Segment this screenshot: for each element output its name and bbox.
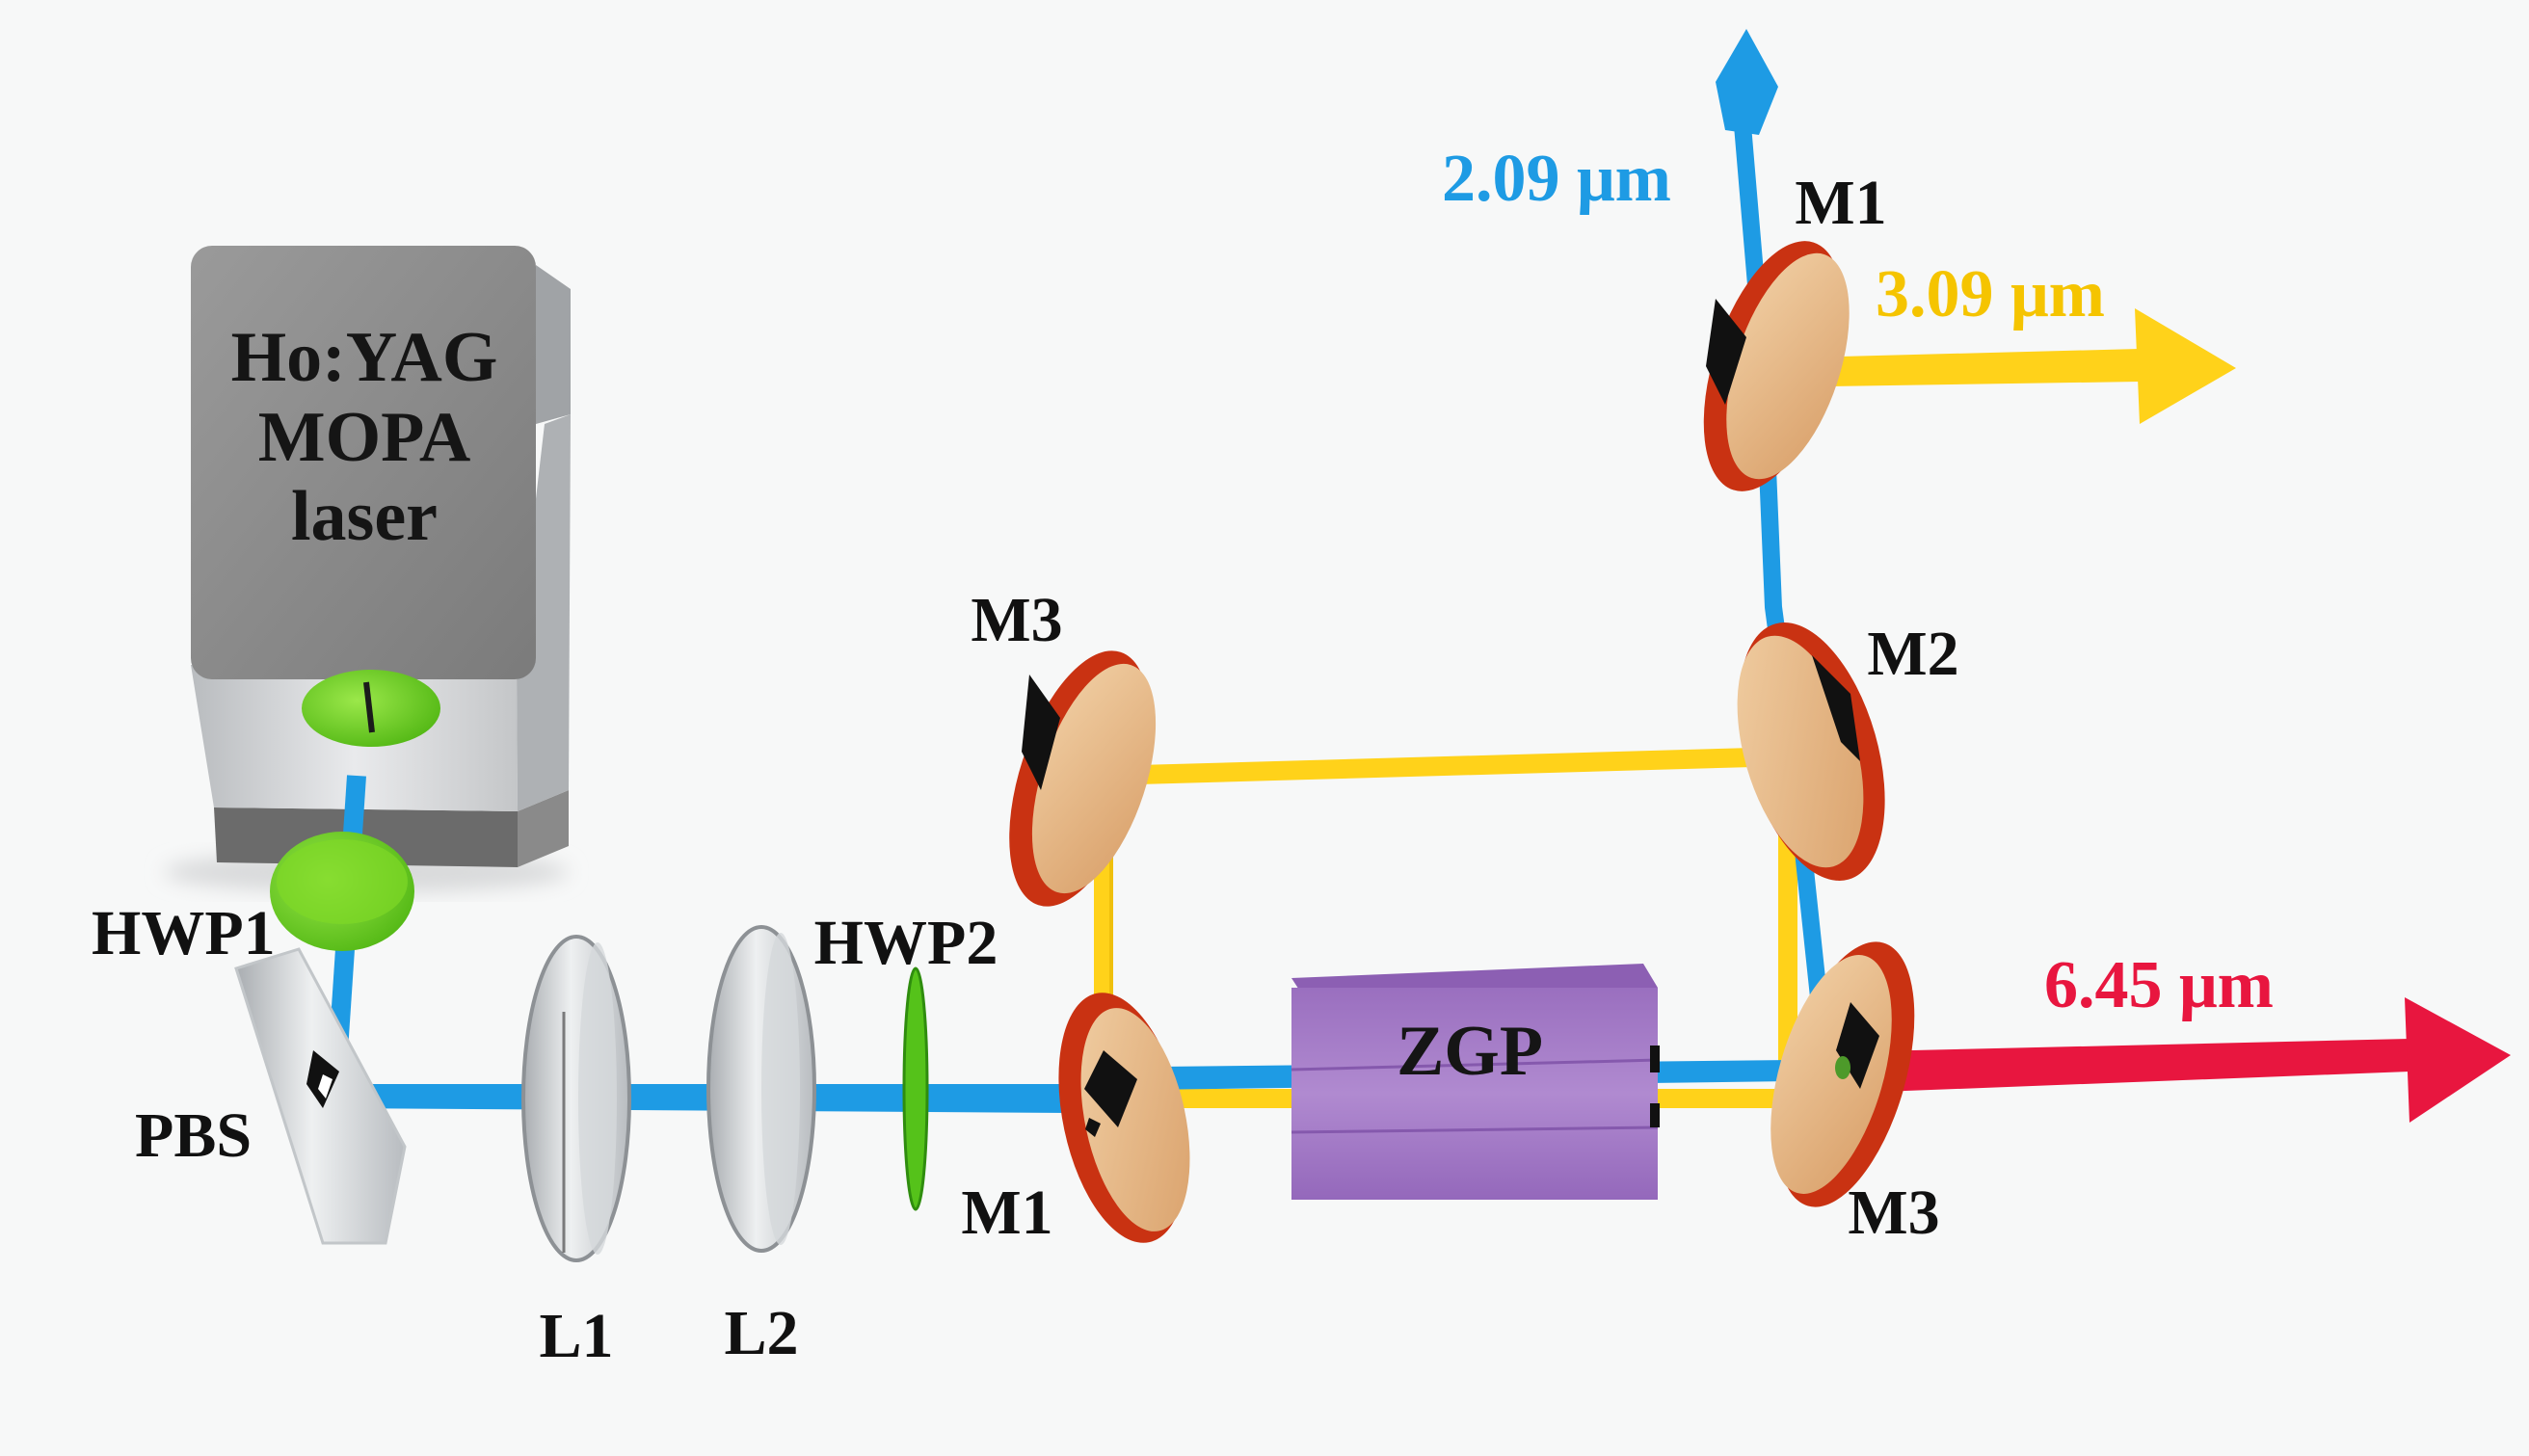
- pbs-cube: [234, 947, 407, 1245]
- svg-text:MOPA: MOPA: [258, 398, 471, 477]
- zgp-label: ZGP: [1397, 1012, 1543, 1091]
- m1-lower-label: M1: [961, 1178, 1052, 1248]
- hwp1-label: HWP1: [92, 898, 276, 968]
- svg-text:Ho:YAG: Ho:YAG: [231, 318, 498, 397]
- lens-l1: [521, 935, 631, 1262]
- hwp1-waveplate: [270, 832, 414, 951]
- m1-upper-label: M1: [1795, 168, 1886, 238]
- m3-upper-label: M3: [971, 585, 1062, 655]
- signal-output-arrowhead: [2135, 308, 2236, 424]
- idler-output-arrowhead: [2405, 997, 2511, 1123]
- signal-wavelength-label: 3.09 μm: [1876, 257, 2105, 331]
- hwp2-waveplate: [902, 966, 929, 1211]
- mirror-m3-upper: [1009, 650, 1157, 907]
- laser-output-aperture: [302, 670, 440, 747]
- mirror-m3-lower: [1770, 941, 1915, 1207]
- hwp2-label: HWP2: [814, 908, 998, 978]
- svg-text:laser: laser: [291, 477, 438, 556]
- lens-l2: [706, 925, 816, 1253]
- pump-beam-horizontal: [333, 1084, 1070, 1113]
- laser-label: Ho:YAG MOPA laser: [231, 318, 498, 556]
- l2-label: L2: [724, 1298, 798, 1368]
- pump-wavelength-label: 2.09 μm: [1442, 142, 1671, 216]
- laser-housing: [164, 246, 571, 893]
- mirror-m1-lower: [1058, 993, 1190, 1243]
- idler-output-beam: [1831, 997, 2511, 1123]
- signal-output-beam: [1764, 308, 2236, 424]
- idler-wavelength-label: 6.45 μm: [2044, 948, 2274, 1022]
- m2-label: M2: [1867, 619, 1958, 689]
- l1-label: L1: [539, 1301, 613, 1371]
- mirror-m1-upper: [1703, 241, 1850, 491]
- m3-lower-label: M3: [1848, 1178, 1939, 1248]
- pbs-label: PBS: [135, 1100, 252, 1171]
- mirror-m2: [1737, 622, 1885, 881]
- zgp-crystal: [1291, 964, 1660, 1200]
- pump-output-arrowhead: [1716, 29, 1778, 135]
